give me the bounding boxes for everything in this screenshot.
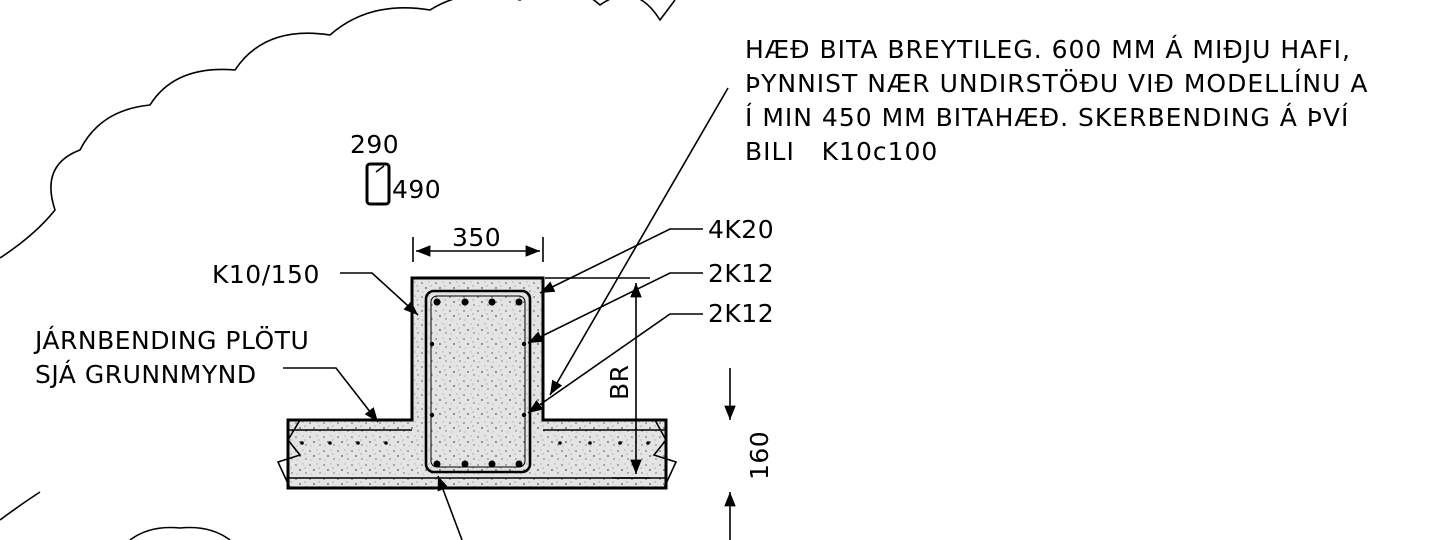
stirrup-hook-icon (375, 165, 385, 173)
beam-stirrup-inner (430, 295, 526, 468)
dim-160-value: 160 (745, 431, 774, 480)
leader-side-bars-2 (527, 313, 703, 414)
label-slab-rebar-line1: JÁRNBENDING PLÖTU (33, 326, 309, 355)
leader-side-bars-1 (527, 272, 703, 344)
note-line-3: Í MIN 450 MM BITAHÆÐ. SKERBENDING Á ÞVÍ (745, 103, 1349, 132)
slab-bars (300, 441, 650, 445)
break-line-right (652, 419, 678, 489)
leader-top-bars (539, 228, 703, 294)
revision-cloud-lower-arc (129, 526, 231, 540)
revision-cloud-lower-left (0, 491, 41, 521)
stirrup-shape-icon (365, 162, 391, 206)
bottom-bars (433, 460, 523, 468)
concrete-t-section (286, 276, 668, 490)
note-line-1: HÆÐ BITA BREYTILEG. 600 MM Á MIÐJU HAFI, (745, 35, 1351, 64)
note-line-2: ÞYNNIST NÆR UNDIRSTÖÐU VIÐ MODELLÍNU A (745, 69, 1368, 98)
leader-bottom-bars (437, 475, 463, 540)
dim-350-value: 350 (452, 223, 501, 252)
label-side-bars-1: 2K12 (708, 259, 774, 288)
label-side-bars-2: 2K12 (708, 299, 774, 328)
break-line-left (276, 419, 302, 489)
top-bars-4k20 (433, 298, 523, 306)
label-slab-rebar-line2: SJÁ GRUNNMYND (35, 360, 257, 389)
leader-stirrup (340, 272, 419, 316)
stirrup-height-value: 490 (392, 175, 441, 204)
side-bars-2k12 (429, 341, 527, 418)
label-stirrup: K10/150 (212, 260, 320, 289)
label-top-bars: 4K20 (708, 215, 774, 244)
stirrup-width-value: 290 (350, 130, 399, 159)
leader-slab-rebar (283, 367, 379, 423)
leader-note (549, 87, 729, 396)
revision-cloud-upper (0, 0, 676, 259)
dim-br-value: BR (605, 364, 634, 400)
note-line-4: BILI K10c100 (745, 137, 938, 166)
beam-stirrup (424, 289, 532, 474)
